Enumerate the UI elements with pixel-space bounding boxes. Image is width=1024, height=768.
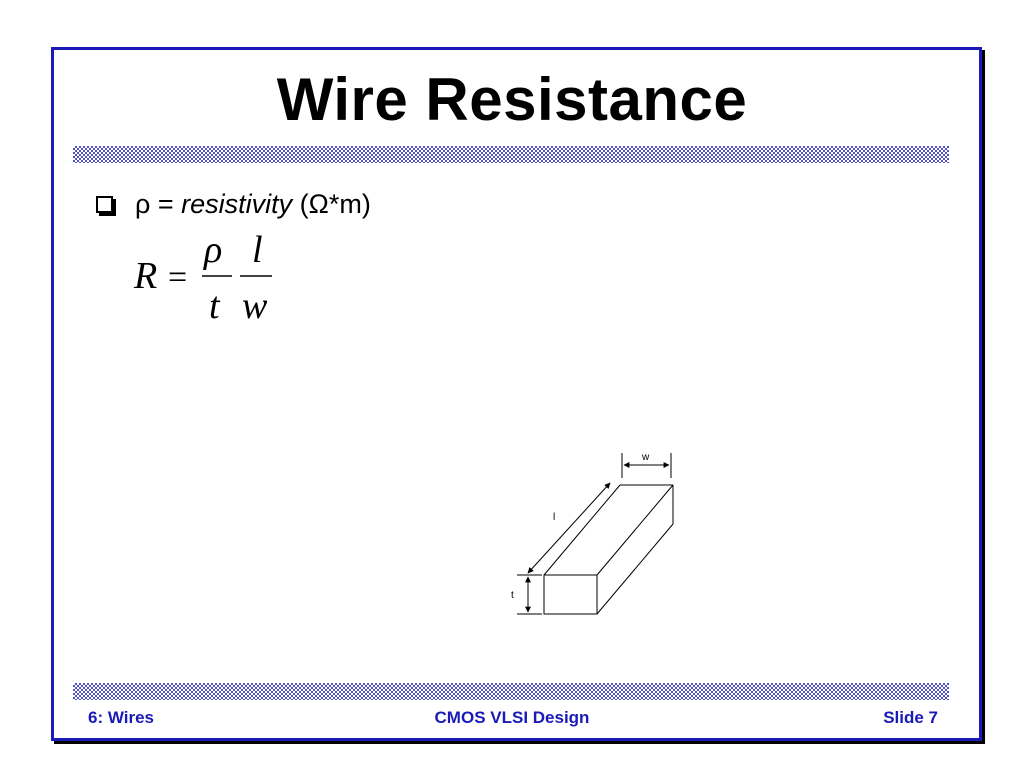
formula-denominator-w: w [242,285,268,327]
checkbox-bullet-icon [96,195,113,213]
slide-title: Wire Resistance [276,66,748,133]
label-l: l [553,512,555,523]
dimension-markers [517,453,672,615]
bottom-divider-band [73,683,949,700]
footer-slide-number: Slide 7 [883,708,938,727]
formula-denominator-t: t [209,285,221,327]
resistivity-term: resistivity [181,188,293,219]
resistance-formula: R = ρ t l w [133,229,272,327]
wire-front-face [543,574,598,615]
resistivity-unit: (Ω*m) [292,188,371,219]
bullet-text: ρ = resistivity (Ω*m) [135,189,371,220]
formula-lhs: R [133,255,157,297]
label-t: t [511,590,514,601]
wire-box-outline [543,484,674,615]
label-w: w [641,452,650,463]
rho-symbol: ρ [135,188,151,219]
footer-chapter: 6: Wires [88,708,154,727]
length-arrow [527,482,611,574]
formula-numerator-rho: ρ [203,229,222,271]
wire-bar-diagram: w l t [511,452,674,615]
bullet-item: ρ = resistivity (Ω*m) [92,186,371,222]
footer-course: CMOS VLSI Design [434,708,590,727]
formula-equals: = [168,259,187,296]
formula-numerator-l: l [252,229,263,271]
top-divider-band [73,146,949,163]
equals-sign: = [150,188,182,219]
